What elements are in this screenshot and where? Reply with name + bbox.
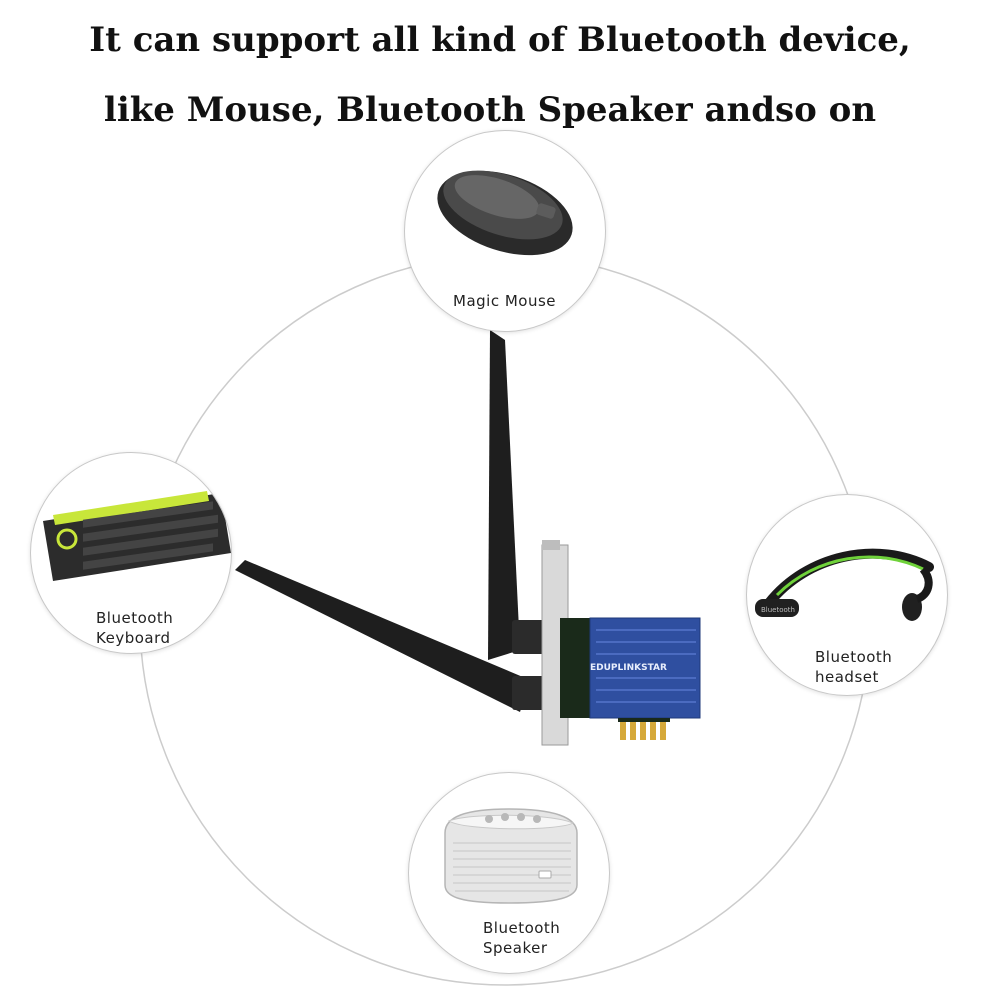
headset-caption-line-2: headset: [815, 668, 879, 686]
device-bubble-speaker: Bluetooth Speaker: [408, 772, 610, 974]
keyboard-caption: Bluetooth Keyboard: [96, 608, 173, 648]
speaker-caption: Bluetooth Speaker: [483, 918, 560, 958]
device-bubble-headset: Bluetooth Bluetooth headset: [746, 494, 948, 696]
headset-brand-label: Bluetooth: [761, 606, 795, 614]
card-brand-label: EDUPLINKSTAR: [590, 663, 667, 673]
headline-line-2: like Mouse, Bluetooth Speaker andso on: [103, 90, 877, 130]
speaker-caption-line-1: Bluetooth: [483, 919, 561, 937]
headset-image: Bluetooth: [755, 548, 934, 621]
mouse-image: [437, 170, 573, 256]
device-bubble-keyboard: Bluetooth Keyboard: [30, 452, 232, 654]
heatsink: EDUPLINKSTAR: [589, 617, 701, 719]
pcie-connector: [620, 718, 666, 740]
device-bubble-mouse: Magic Mouse: [404, 130, 606, 332]
headline-line-1: It can support all kind of Bluetooth dev…: [89, 20, 911, 60]
speaker-image: [444, 808, 578, 904]
bluetooth-pcie-card-image: EDUPLINKSTAR: [235, 330, 701, 746]
keyboard-caption-line-2: Keyboard: [96, 629, 171, 647]
keyboard-caption-line-1: Bluetooth: [96, 609, 174, 627]
mouse-caption: Magic Mouse: [453, 292, 557, 310]
headset-caption-line-1: Bluetooth: [815, 648, 893, 666]
speaker-caption-line-2: Speaker: [483, 939, 548, 957]
keyboard-image: [43, 491, 231, 581]
headset-caption: Bluetooth headset: [815, 647, 892, 687]
